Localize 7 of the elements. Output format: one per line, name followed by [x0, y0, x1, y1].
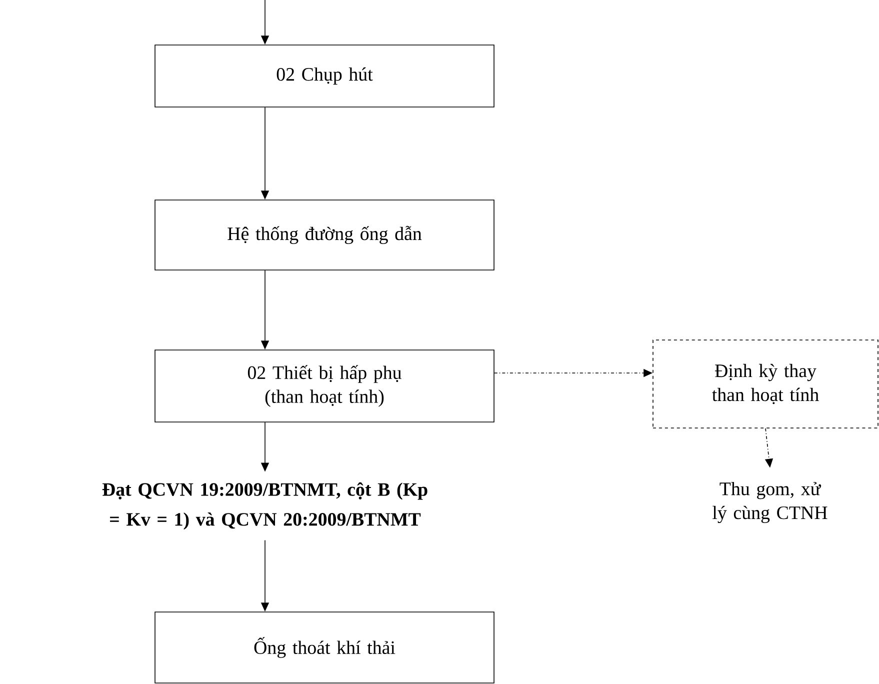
process-box: 02 Chụp hút — [154, 44, 494, 108]
disposal-note: Thu gom, xử lý cùng CTNH — [712, 482, 828, 524]
standard-note: Đạt QCVN 19:2009/BTNMT, cột B (Kp = Kv = 1) và QCVN 20:2009/BTNMT — [102, 482, 428, 530]
process-box: Hệ thống đường ống dẫn — [154, 200, 494, 270]
process-box: Ống thoát khí thải — [154, 612, 494, 684]
process-box: 02 Thiết bị hấp phụ (than hoạt tính) — [154, 350, 494, 422]
process-box: Định kỳ thay than hoạt tính — [652, 340, 878, 428]
